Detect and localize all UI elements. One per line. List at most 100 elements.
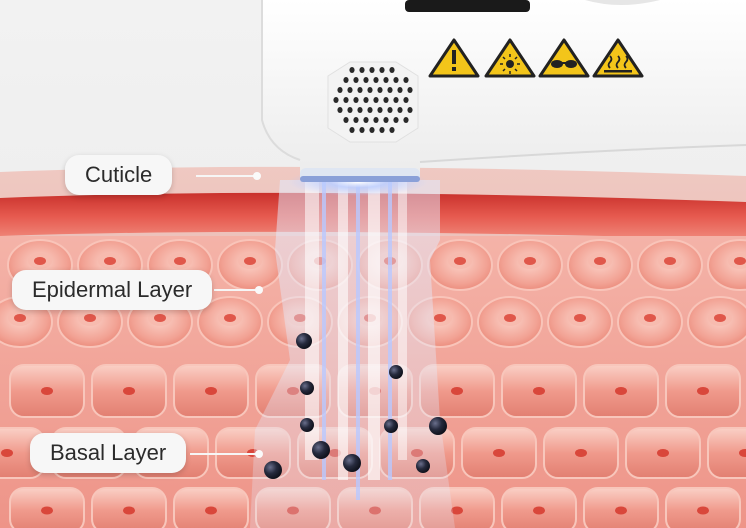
grille-hole [369, 67, 375, 73]
epidermal-cell [637, 239, 703, 291]
pigment-dot [296, 333, 312, 349]
basal-cell [91, 364, 167, 418]
grille-hole [347, 87, 353, 93]
epidermal-cell [497, 239, 563, 291]
grille-hole [387, 107, 393, 113]
basal-cell [583, 487, 659, 528]
grille-hole [403, 117, 409, 123]
grille-hole [357, 87, 363, 93]
basal-cell [9, 487, 85, 528]
grille-hole [403, 77, 409, 83]
grille-hole [363, 97, 369, 103]
grille-hole [389, 67, 395, 73]
basal-cell [543, 427, 619, 479]
eye-protection-warning-icon [538, 38, 590, 78]
basal-cell [461, 427, 537, 479]
basal-cell [173, 364, 249, 418]
grille-hole [367, 107, 373, 113]
grille-hole [393, 97, 399, 103]
basal-cell [91, 487, 167, 528]
epidermal-cell [687, 296, 746, 348]
epidermal-cell [197, 296, 263, 348]
pigment-dot [264, 461, 282, 479]
laser-warning-icon [428, 38, 480, 78]
grille-hole [397, 107, 403, 113]
laser-device [261, 0, 746, 182]
grille-hole [367, 87, 373, 93]
grille-hole [343, 77, 349, 83]
grille-hole [363, 117, 369, 123]
basal-cell [583, 364, 659, 418]
basal-cell [501, 487, 577, 528]
basal-cell [665, 487, 741, 528]
grille-hole [349, 67, 355, 73]
grille-hole [373, 97, 379, 103]
grille-hole [343, 97, 349, 103]
basal-cell [707, 427, 746, 479]
pigment-dot [416, 459, 430, 473]
grille-hole [383, 117, 389, 123]
grille-hole [337, 87, 343, 93]
radiation-warning-icon [484, 38, 536, 78]
grille-hole [357, 107, 363, 113]
epidermal-leader-dot [255, 286, 263, 294]
device-display [405, 0, 530, 12]
grille-hole [337, 107, 343, 113]
grille-hole [379, 127, 385, 133]
grille-hole [393, 117, 399, 123]
epidermal-cell [567, 239, 633, 291]
grille-hole [369, 127, 375, 133]
grille-hole [349, 127, 355, 133]
grille-hole [407, 87, 413, 93]
pigment-dot [384, 419, 398, 433]
basal-layer-label: Basal Layer [30, 433, 187, 473]
grille-hole [353, 77, 359, 83]
grille-hole [397, 87, 403, 93]
basal-cell [9, 364, 85, 418]
leader-lines [190, 172, 263, 458]
grille-hole [373, 117, 379, 123]
cuticle-leader-dot [253, 172, 261, 180]
pigment-dot [312, 441, 330, 459]
basal-cell [501, 364, 577, 418]
speaker-grille [327, 61, 419, 143]
epidermal-cell [707, 239, 746, 291]
grille-hole [379, 67, 385, 73]
grille-hole [377, 107, 383, 113]
pigment-dot [343, 454, 361, 472]
pigment-dot [300, 418, 314, 432]
basal-leader-dot [255, 450, 263, 458]
cuticle-label: Cuticle [65, 155, 173, 195]
grille-hole [377, 87, 383, 93]
grille-hole [403, 97, 409, 103]
grille-hole [407, 107, 413, 113]
grille-hole [359, 67, 365, 73]
epidermal-cell [477, 296, 543, 348]
grille-hole [389, 127, 395, 133]
grille-hole [353, 117, 359, 123]
grille-hole [383, 97, 389, 103]
grille-hole [343, 117, 349, 123]
epidermal-layer-label: Epidermal Layer [12, 270, 213, 310]
grille-hole [353, 97, 359, 103]
epidermal-cell [547, 296, 613, 348]
pigment-dot [429, 417, 447, 435]
grille-hole [387, 87, 393, 93]
grille-hole [393, 77, 399, 83]
hot-surface-warning-icon [592, 38, 644, 78]
grille-hole [373, 77, 379, 83]
epidermal-cell [217, 239, 283, 291]
pigment-dot [389, 365, 403, 379]
grille-hole [363, 77, 369, 83]
epidermal-cell [427, 239, 493, 291]
grille-hole [359, 127, 365, 133]
basal-cell [625, 427, 701, 479]
grille-hole [347, 107, 353, 113]
basal-cell [665, 364, 741, 418]
grille-hole [333, 97, 339, 103]
pigment-particles [264, 333, 447, 479]
grille-hole [383, 77, 389, 83]
pigment-dot [300, 381, 314, 395]
epidermal-cell [617, 296, 683, 348]
